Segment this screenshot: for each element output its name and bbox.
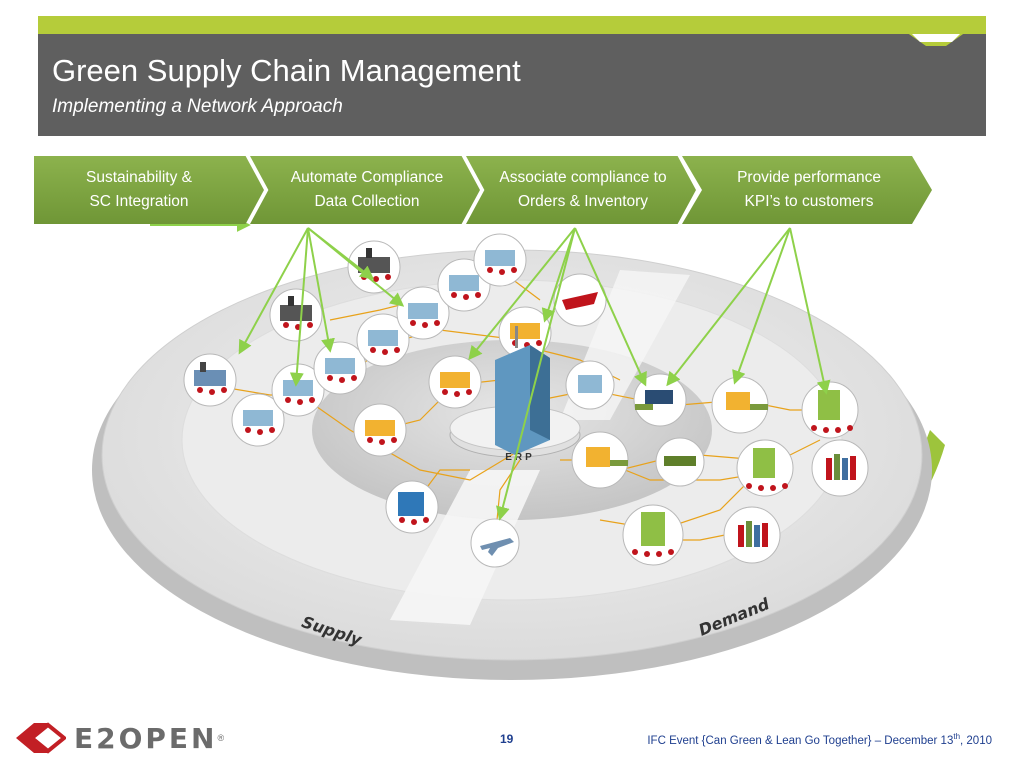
erp-tower-icon — [495, 326, 550, 455]
factory-icon — [353, 403, 407, 457]
step-associate-compliance: Associate compliance to Orders & Invento… — [466, 156, 696, 224]
footer-event-suffix: , 2010 — [960, 734, 992, 747]
ship-icon — [553, 273, 607, 327]
step-automate-compliance: Automate Compliance Data Collection — [250, 156, 480, 224]
e2open-logo-icon — [16, 722, 66, 754]
step-performance-kpis: Provide performance KPI’s to customers — [682, 156, 932, 224]
warehouse-icon — [565, 360, 615, 410]
top-accent-strip — [38, 16, 986, 34]
e2open-logo: E2OPEN ® — [14, 718, 224, 758]
factory-icon — [473, 233, 527, 287]
footer-event-prefix: IFC Event {Can Green & Lean Go Together}… — [647, 734, 954, 747]
people-group-icon — [723, 506, 781, 564]
step-label: Provide performance KPI’s to customers — [737, 169, 881, 210]
title-bar: Green Supply Chain Management Implementi… — [38, 32, 986, 136]
factory-icon — [269, 288, 323, 342]
page-number: 19 — [500, 732, 514, 746]
arrows-step-4 — [666, 227, 831, 395]
factory-icon — [231, 393, 285, 447]
step-sustainability-integration: Sustainability & SC Integration — [34, 156, 264, 224]
airplane-icon — [470, 518, 520, 568]
warehouse-icon — [711, 376, 769, 434]
factory-icon — [313, 341, 367, 395]
people-group-icon — [811, 439, 869, 497]
step-label: Associate compliance to Orders & Invento… — [499, 169, 667, 210]
office-building-icon — [736, 439, 794, 497]
office-building-icon — [385, 480, 439, 534]
step-label: Automate Compliance Data Collection — [290, 169, 444, 210]
title-notch-decoration — [906, 32, 966, 46]
factory-icon — [428, 355, 482, 409]
logo-registered-mark: ® — [217, 733, 225, 743]
footer-event-sup: th — [953, 732, 961, 741]
slide-subtitle: Implementing a Network Approach — [52, 96, 343, 117]
factory-icon — [396, 286, 450, 340]
arrows-step-3 — [468, 227, 647, 521]
arrows-step-2 — [238, 227, 405, 387]
factory-icon — [183, 353, 237, 407]
warehouse-icon — [633, 373, 687, 427]
slide-title: Green Supply Chain Management — [52, 53, 521, 88]
office-building-icon — [622, 504, 684, 566]
office-building-icon — [801, 381, 859, 439]
erp-label: ERP — [505, 452, 535, 463]
warehouse-icon — [571, 431, 629, 489]
footer-event-text: IFC Event {Can Green & Lean Go Together}… — [647, 732, 992, 747]
truck-icon — [655, 437, 705, 487]
logo-wordmark: E2OPEN — [74, 721, 218, 755]
factory-icon — [356, 313, 410, 367]
step-label: Sustainability & SC Integration — [86, 169, 192, 210]
